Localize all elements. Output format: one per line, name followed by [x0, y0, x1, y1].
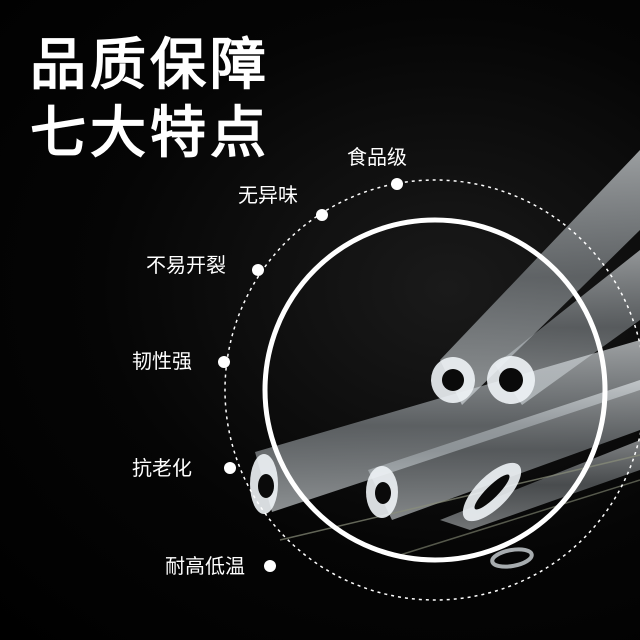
tube-fragment	[490, 547, 534, 569]
tube-lower-left	[255, 340, 640, 512]
headline-line2: 七大特点	[30, 101, 270, 166]
feature-dot-5	[224, 462, 236, 474]
feature-label-food-grade: 食品级	[347, 145, 407, 169]
tube-end-4	[366, 466, 398, 518]
tube-upper-b	[495, 250, 640, 405]
feature-label-anti-aging: 抗老化	[132, 456, 192, 480]
focus-ring	[262, 217, 608, 563]
tube-end-2	[487, 356, 535, 404]
headline-line1: 品质保障	[30, 33, 270, 98]
feature-dot-4	[218, 356, 230, 368]
feature-dot-1	[391, 178, 403, 190]
feature-label-tough: 韧性强	[132, 349, 192, 373]
feature-label-temperature-resistant: 耐高低温	[165, 554, 245, 578]
tube-upper-a	[440, 150, 640, 405]
tube-lower-mid	[368, 380, 640, 520]
feature-dot-6	[264, 560, 276, 572]
feature-label-odorless: 无异味	[238, 183, 298, 207]
feature-label-crack-resistant: 不易开裂	[146, 253, 226, 277]
feature-dot-2	[316, 209, 328, 221]
tube-end-3	[250, 454, 278, 514]
tube-end-1	[431, 357, 475, 403]
dashed-ring	[224, 179, 640, 601]
tube-end-5	[462, 462, 522, 522]
feature-dot-3	[252, 264, 264, 276]
